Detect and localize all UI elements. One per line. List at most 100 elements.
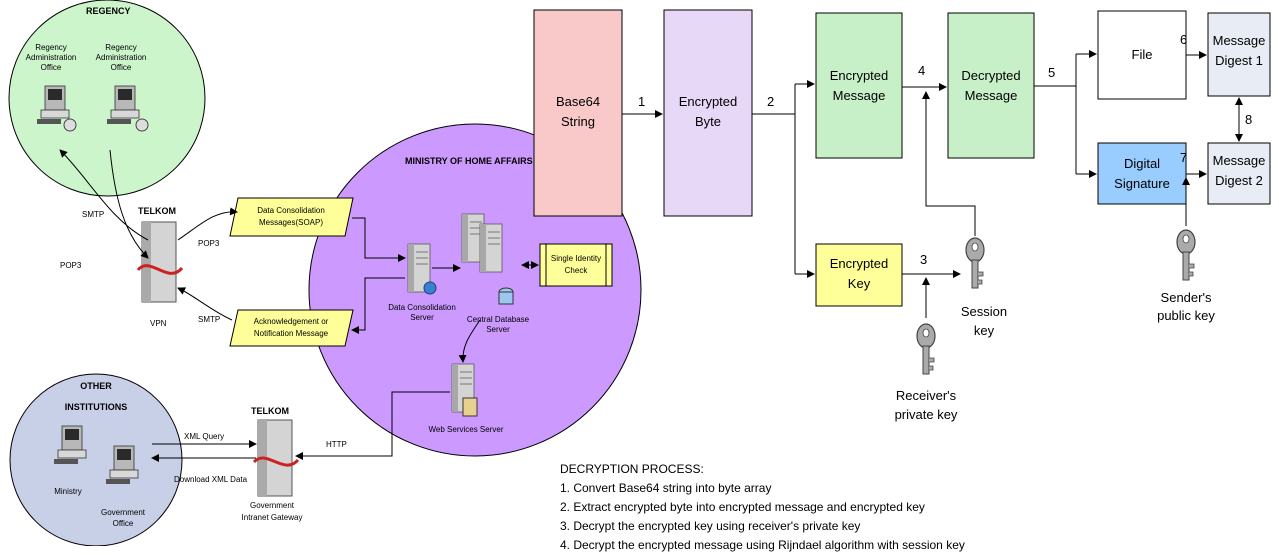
sender-public-key-icon (1176, 229, 1196, 281)
svg-text:Single Identity: Single Identity (551, 254, 601, 263)
vpn-label: VPN (150, 319, 167, 328)
svg-text:Encrypted: Encrypted (679, 94, 738, 109)
telkom-bottom-title: TELKOM (251, 406, 289, 416)
ministry-title: MINISTRY OF HOME AFFAIRS (405, 156, 533, 166)
step-5-label: 5 (1048, 65, 1055, 80)
gateway-label-1: Government (250, 501, 295, 510)
telkom-top-title: TELKOM (138, 206, 176, 216)
link-msg-to-consolidation (352, 217, 406, 262)
svg-text:Acknowledgement or: Acknowledgement or (254, 317, 329, 326)
session-key-label-2: key (974, 323, 995, 338)
web-services-server-icon (451, 363, 478, 417)
regency-zone (8, 0, 206, 197)
http-label: HTTP (326, 440, 347, 449)
pop3-right-label: POP3 (198, 239, 220, 248)
regency-office-left-3: Office (41, 63, 62, 72)
link-pop3-down (109, 149, 149, 259)
central-db-label-1: Central Database (467, 315, 530, 324)
svg-text:Notification Message: Notification Message (254, 329, 329, 338)
sender-key-label-2: public key (1157, 308, 1215, 323)
decryption-process-notes: DECRYPTION PROCESS: 1. Convert Base64 st… (560, 460, 1000, 555)
file-box: File (1097, 10, 1187, 100)
encrypted-byte-box: Encrypted Byte (663, 9, 753, 217)
smtp-right-label: SMTP (198, 315, 220, 324)
svg-text:Digital: Digital (1124, 156, 1160, 171)
government-office-label-2: Office (113, 519, 134, 528)
link-smtp-up (59, 149, 149, 241)
pop3-left-label: POP3 (60, 261, 82, 270)
link-http (295, 391, 450, 460)
government-office-label-1: Government (101, 508, 146, 517)
svg-text:Byte: Byte (695, 114, 721, 129)
step-6-label: 6 (1180, 32, 1187, 47)
encrypted-message-box: Encrypted Message (815, 12, 903, 159)
other-institutions-zone (9, 373, 183, 546)
svg-text:Message: Message (833, 88, 886, 103)
consolidation-server-icon (407, 243, 437, 295)
step-2-label: 2 (767, 94, 774, 109)
smtp-up-label: SMTP (82, 210, 104, 219)
regency-office-right-2: Administration (96, 53, 147, 62)
svg-text:Encrypted: Encrypted (830, 256, 889, 271)
consolidation-server-label-1: Data Consolidation (388, 303, 456, 312)
other-ministry-label: Ministry (54, 487, 82, 496)
svg-text:String: String (561, 114, 595, 129)
encrypted-key-box: Encrypted Key (815, 243, 903, 307)
single-identity-check: Single Identity Check (539, 243, 613, 287)
consolidation-message: Data Consolidation Messages(SOAP) (229, 197, 354, 237)
consolidation-server-label-2: Server (410, 313, 434, 322)
step-7-label: 7 (1180, 150, 1187, 165)
digital-signature-box: Digital Signature (1097, 142, 1187, 205)
receiver-key-label-2: private key (895, 407, 958, 422)
regency-office-right-1: Regency (105, 43, 137, 52)
regency-db-left-icon (63, 118, 77, 132)
process-line-1: 1. Convert Base64 string into byte array (560, 481, 772, 495)
svg-text:Digest 1: Digest 1 (1215, 53, 1263, 68)
regency-title: REGENCY (86, 6, 131, 16)
vpn-device-icon (136, 221, 184, 303)
link-pop3-right (177, 207, 238, 241)
svg-text:Message: Message (1213, 153, 1266, 168)
central-db-label-2: Server (486, 325, 510, 334)
regency-db-right-icon (135, 118, 149, 132)
session-key-label-1: Session (961, 304, 1007, 319)
svg-text:Signature: Signature (1114, 176, 1170, 191)
acknowledgement-message: Acknowledgement or Notification Message (229, 309, 354, 347)
svg-text:Base64: Base64 (556, 94, 600, 109)
svg-text:Message: Message (1213, 33, 1266, 48)
svg-text:Message: Message (965, 88, 1018, 103)
government-gateway-icon (252, 419, 300, 497)
regency-office-left-1: Regency (35, 43, 67, 52)
link-central-to-web (458, 319, 481, 363)
session-key-to-step4 (922, 91, 976, 236)
message-digest-2-box: Message Digest 2 (1207, 142, 1271, 205)
svg-text:Encrypted: Encrypted (830, 68, 889, 83)
gateway-label-2: Intranet Gateway (242, 513, 303, 522)
download-xml-label: Download XML Data (174, 475, 248, 484)
regency-office-right-3: Office (111, 63, 132, 72)
step-1-label: 1 (638, 94, 645, 109)
message-digest-1-box: Message Digest 1 (1207, 12, 1271, 97)
xml-query-label: XML Query (184, 432, 224, 441)
process-title: DECRYPTION PROCESS: (560, 462, 704, 476)
step-8-label: 8 (1245, 112, 1252, 127)
link-smtp-right (177, 287, 233, 321)
svg-text:Decrypted: Decrypted (961, 68, 1020, 83)
central-db-server-icon (461, 213, 514, 305)
sender-key-label-1: Sender's (1161, 290, 1212, 305)
process-line-2: 2. Extract encrypted byte into encrypted… (560, 500, 925, 514)
session-key-icon (965, 237, 985, 289)
receiver-key-label-1: Receiver's (896, 388, 957, 403)
web-services-label: Web Services Server (429, 425, 504, 434)
svg-text:File: File (1132, 47, 1153, 62)
base64-string-box: Base64 String (533, 9, 623, 217)
svg-text:Check: Check (565, 266, 589, 275)
process-line-3: 3. Decrypt the encrypted key using recei… (560, 519, 861, 533)
other-title-2: INSTITUTIONS (65, 402, 128, 412)
link-consolidation-to-ack (351, 277, 405, 334)
svg-text:Key: Key (848, 276, 871, 291)
svg-text:Messages(SOAP): Messages(SOAP) (259, 218, 323, 227)
other-title-1: OTHER (80, 381, 112, 391)
step-3-label: 3 (920, 252, 927, 267)
